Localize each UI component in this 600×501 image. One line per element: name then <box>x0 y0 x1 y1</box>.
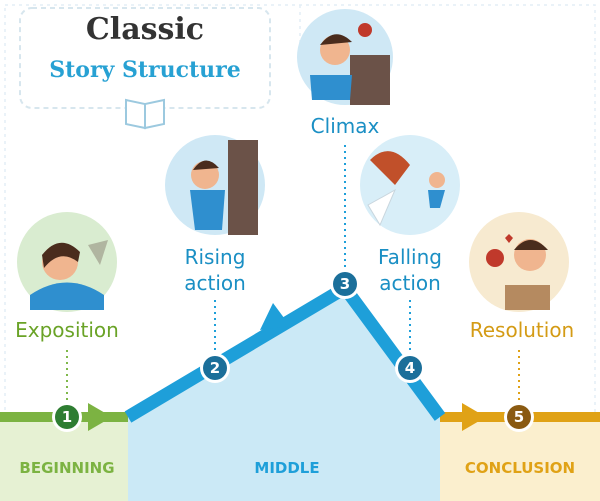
arrow-right-icon <box>88 403 112 431</box>
stage-number-5: 5 <box>514 408 524 426</box>
exposition-illustration <box>17 212 117 312</box>
title-line-1: Classic <box>85 12 205 47</box>
title-line-2: Story Structure <box>49 57 241 83</box>
rising-arrow <box>260 303 290 330</box>
stage-marker-1: 1 <box>52 402 82 432</box>
falling-action-label-line1: Falling <box>378 245 442 269</box>
resolution-label: Resolution <box>469 318 575 342</box>
stage-number-2: 2 <box>210 359 220 377</box>
stage-marker-3: 3 <box>330 269 360 299</box>
falling-action-illustration <box>360 135 460 235</box>
stage-number-1: 1 <box>62 408 72 426</box>
middle-section-label: MIDDLE <box>254 459 320 477</box>
rising-action-illustration <box>165 135 265 235</box>
stage-marker-2: 2 <box>200 353 230 383</box>
stage-marker-5: 5 <box>504 402 534 432</box>
rising-action-label-line1: Rising <box>184 245 246 269</box>
climax-illustration <box>297 9 393 105</box>
resolution-illustration <box>469 212 569 312</box>
exposition-label: Exposition <box>15 318 119 342</box>
falling-action-label-line2: action <box>379 271 441 295</box>
stage-marker-4: 4 <box>395 353 425 383</box>
stage-number-3: 3 <box>340 275 350 293</box>
arrow-right-icon <box>462 403 486 431</box>
conclusion-section-label: CONCLUSION <box>464 459 576 477</box>
book-icon <box>125 98 165 130</box>
beginning-band <box>0 418 128 501</box>
stage-number-4: 4 <box>405 359 415 377</box>
rising-action-label-line2: action <box>184 271 246 295</box>
climax-label: Climax <box>310 114 380 138</box>
middle-band <box>128 290 440 501</box>
beginning-section-label: BEGINNING <box>19 459 115 477</box>
